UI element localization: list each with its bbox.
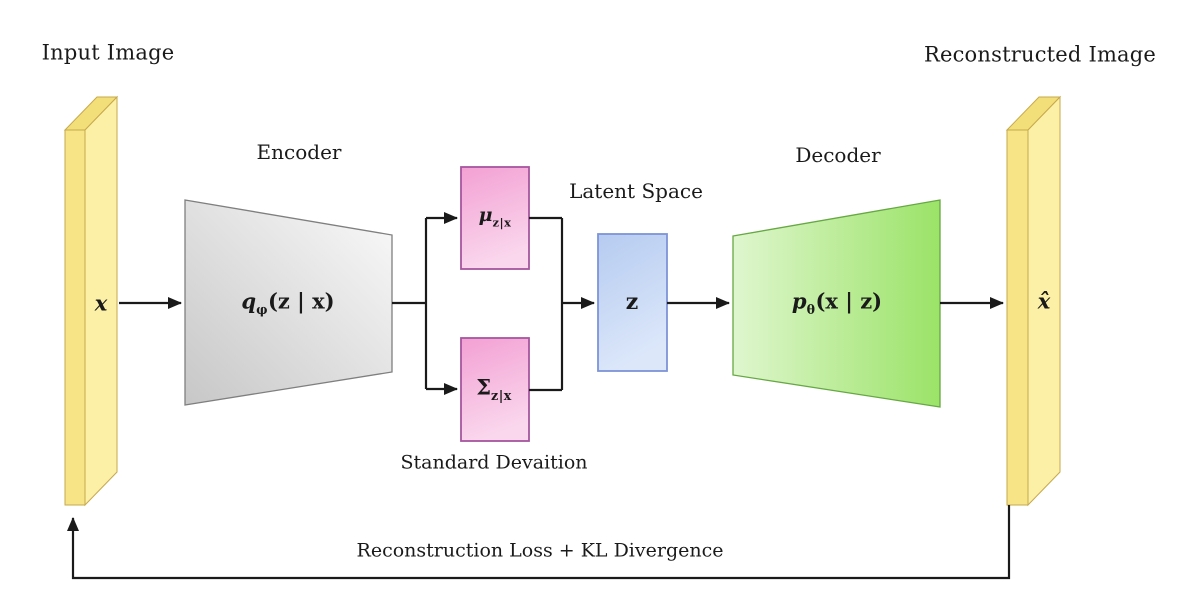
decoder-formula-rest: (x | z)	[815, 288, 883, 314]
decoder-formula-sub: θ	[806, 301, 816, 317]
encoder-trapezoid	[184, 199, 393, 406]
mu-label-sub: z|x	[492, 215, 512, 230]
encoder-formula-sub: φ	[256, 301, 268, 317]
mu-label: μz|x	[479, 205, 512, 229]
input-image-title: Input Image	[41, 40, 175, 65]
sigma-label: Σz|x	[476, 375, 512, 403]
reconstructed-image-title: Reconstructed Image	[923, 42, 1157, 67]
latent-z-box	[597, 233, 668, 372]
standard-deviation-caption: Standard Devaition	[400, 451, 588, 474]
sigma-label-sub: z|x	[491, 387, 512, 403]
encoder-formula: qφ(z | x)	[241, 289, 334, 317]
encoder-formula-rest: (z | x)	[268, 288, 335, 314]
encoder-formula-base: q	[241, 288, 257, 314]
input-slab-front-face	[64, 129, 86, 506]
output-xhat-label: x̂	[1037, 288, 1051, 314]
latent-z-label: z	[625, 288, 639, 315]
decoder-formula: pθ(x | z)	[792, 289, 882, 317]
decoder-trapezoid	[732, 199, 941, 408]
reconstructed-slab-front-face	[1006, 129, 1029, 506]
decoder-formula-base: p	[791, 288, 807, 314]
loss-caption: Reconstruction Loss + KL Divergence	[356, 539, 724, 562]
arrow-loss-feedback-loop	[67, 505, 1011, 580]
input-image-slab	[63, 95, 119, 507]
latent-space-title: Latent Space	[569, 179, 703, 203]
encoder-title: Encoder	[256, 140, 342, 164]
input-x-label: x	[94, 290, 108, 316]
sigma-box	[460, 337, 530, 442]
decoder-title: Decoder	[795, 143, 881, 167]
connectors	[67, 212, 1011, 580]
sigma-label-base: Σ	[476, 374, 492, 400]
reconstructed-image-slab	[1005, 95, 1062, 507]
mu-label-base: μ	[478, 204, 493, 227]
